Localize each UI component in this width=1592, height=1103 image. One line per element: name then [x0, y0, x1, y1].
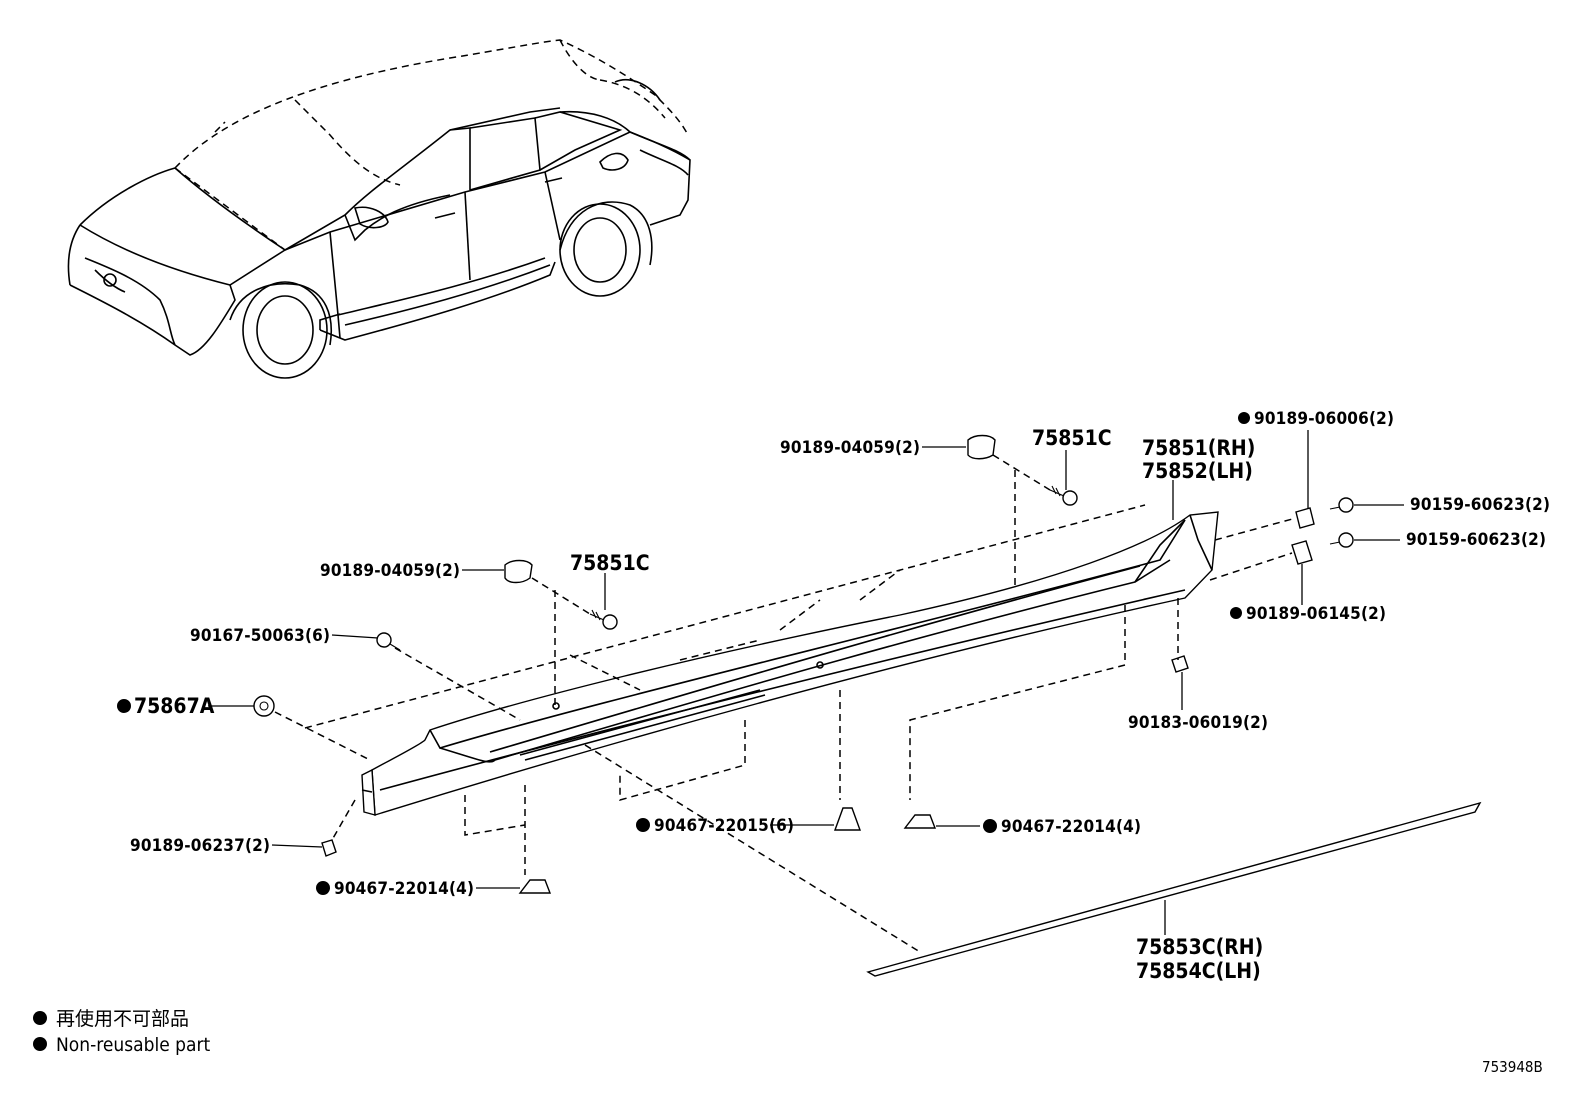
- callout-label: 90189-06006(2): [1254, 409, 1394, 429]
- non-reusable-marker: [316, 881, 330, 895]
- callout-label: 90159-60623(2): [1410, 495, 1550, 515]
- callout-label: 75851C: [570, 551, 650, 575]
- callout-label: 75867A: [134, 694, 215, 718]
- callout-label: 90189-04059(2): [320, 561, 460, 581]
- leader-lines: [208, 430, 1404, 935]
- non-reusable-marker: [1230, 607, 1242, 619]
- non-reusable-marker: [983, 819, 997, 833]
- callout-label: 75852(LH): [1142, 459, 1253, 483]
- callout-label: 90183-06019(2): [1128, 713, 1268, 733]
- callout-labels: 90189-04059(2) 75851C 75851(RH) 75852(LH…: [117, 409, 1550, 983]
- callout-label: 90467-22014(4): [1001, 817, 1141, 837]
- moulding-strip: [866, 801, 1482, 977]
- diagram-code: 753948B: [1482, 1058, 1543, 1076]
- callout-label: 90189-04059(2): [780, 438, 920, 458]
- callout-label: 90167-50063(6): [190, 626, 330, 646]
- rocker-panel-moulding: [361, 511, 1219, 816]
- callout-label: 90189-06237(2): [130, 836, 270, 856]
- callout-label: 90189-06145(2): [1246, 604, 1386, 624]
- non-reusable-marker: [1238, 412, 1250, 424]
- legend: 再使用不可部品 Non-reusable part: [33, 1008, 210, 1056]
- callout-label: 90159-60623(2): [1406, 530, 1546, 550]
- non-reusable-marker: [636, 818, 650, 832]
- legend-line-jp: 再使用不可部品: [56, 1008, 189, 1030]
- legend-line-en: Non-reusable part: [56, 1034, 210, 1056]
- callout-label: 90467-22014(4): [334, 879, 474, 899]
- legend-marker: [33, 1011, 47, 1025]
- vehicle-illustration: [67, 39, 691, 379]
- assembly-lines: [274, 454, 1297, 953]
- callout-label: 75851(RH): [1142, 436, 1255, 460]
- legend-marker: [33, 1037, 47, 1051]
- non-reusable-marker: [117, 699, 131, 713]
- fasteners: [253, 434, 1354, 894]
- callout-label: 75854C(LH): [1136, 959, 1261, 983]
- callout-label: 90467-22015(6): [654, 816, 794, 836]
- callout-label: 75853C(RH): [1136, 935, 1263, 959]
- callout-label: 75851C: [1032, 426, 1112, 450]
